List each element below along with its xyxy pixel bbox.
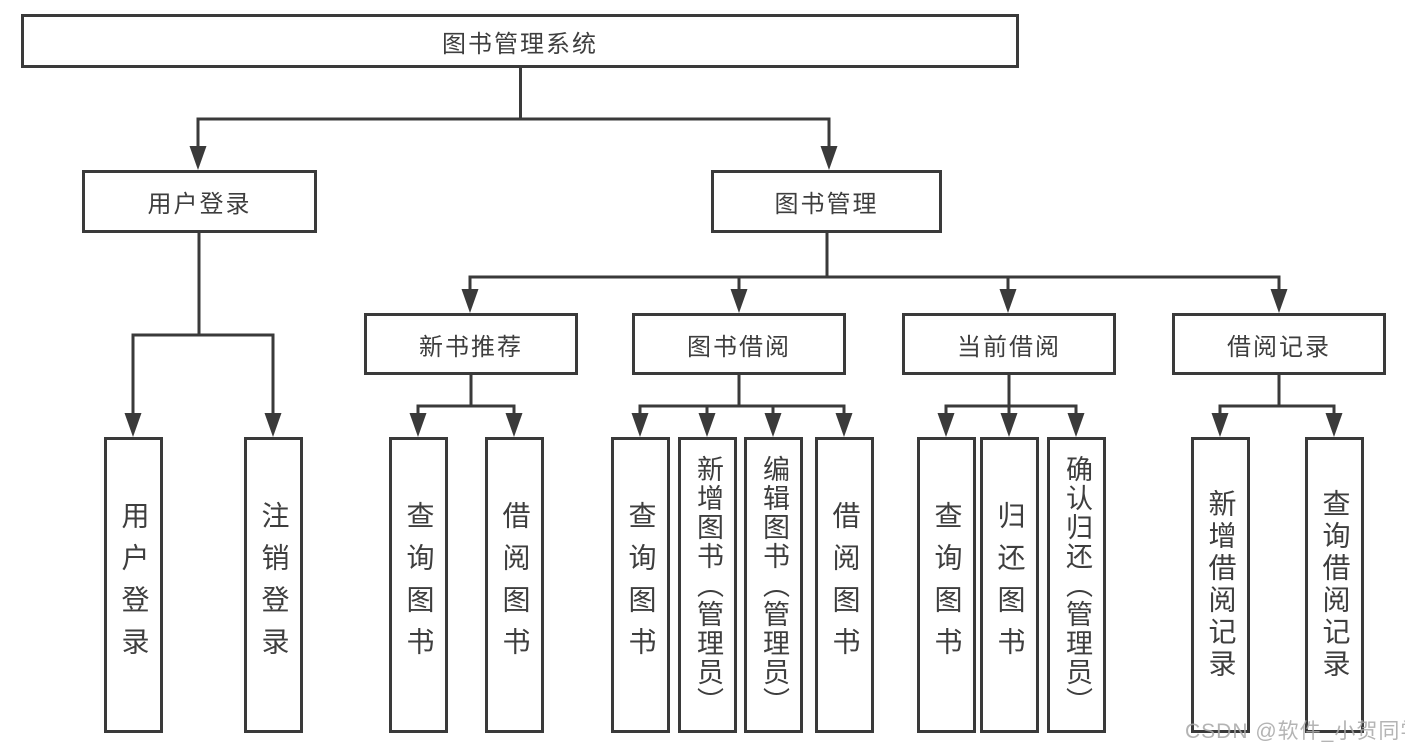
node-book-borrowing: 图书借阅 — [632, 313, 846, 375]
connector-current-to-leaves — [937, 373, 1085, 437]
leaf-query-borrow-record: 查询借阅记录 — [1305, 437, 1364, 733]
node-book-management: 图书管理 — [711, 170, 942, 233]
connector-book-management-to-level3 — [461, 231, 1288, 313]
node-library-management-system: 图书管理系统 — [21, 14, 1019, 68]
leaf-edit-books-admin: 编辑图书（管理员） — [744, 437, 803, 733]
node-user-login: 用户登录 — [82, 170, 317, 233]
connector-borrowing-to-leaves — [631, 373, 853, 437]
leaf-add-books-admin: 新增图书（管理员） — [678, 437, 737, 733]
connector-root-to-level2 — [189, 66, 838, 170]
leaf-borrow-books-borrowing: 借阅图书 — [815, 437, 874, 733]
csdn-watermark: CSDN @软件_小贺同学 — [1185, 720, 1405, 743]
leaf-user-login: 用户登录 — [104, 437, 163, 733]
connector-user-login-to-leaves — [124, 231, 282, 437]
node-current-borrowing: 当前借阅 — [902, 313, 1116, 375]
leaf-confirm-return-admin: 确认归还（管理员） — [1047, 437, 1106, 733]
node-borrowing-records: 借阅记录 — [1172, 313, 1386, 375]
leaf-query-books-current: 查询图书 — [917, 437, 976, 733]
leaf-add-borrow-record: 新增借阅记录 — [1191, 437, 1250, 733]
connector-recommend-to-leaves — [409, 373, 523, 437]
node-new-book-recommendation: 新书推荐 — [364, 313, 578, 375]
leaf-return-books: 归还图书 — [980, 437, 1039, 733]
leaf-borrow-books-recommend: 借阅图书 — [485, 437, 544, 733]
leaf-query-books-borrowing: 查询图书 — [611, 437, 670, 733]
leaf-query-books-recommend: 查询图书 — [389, 437, 448, 733]
leaf-logout: 注销登录 — [244, 437, 303, 733]
connector-records-to-leaves — [1211, 373, 1343, 437]
